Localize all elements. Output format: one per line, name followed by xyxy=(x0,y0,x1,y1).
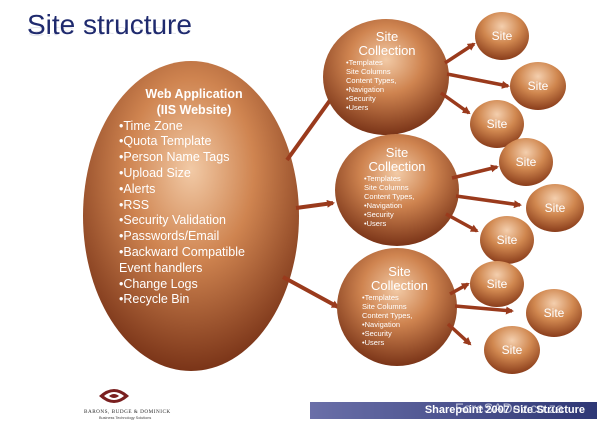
collection-item: •Users xyxy=(346,103,369,112)
collection-item: •Templates xyxy=(362,293,399,302)
collection-title: Collection xyxy=(358,43,416,58)
page-title: Site structure xyxy=(27,9,192,40)
collection-title: Site xyxy=(375,29,399,44)
arrows-app-to-collections xyxy=(282,90,340,309)
collection-item: •Navigation xyxy=(346,85,385,94)
site-label: Site xyxy=(496,233,518,247)
collection-item: Content Types, xyxy=(362,311,413,320)
site-label: Site xyxy=(486,277,508,291)
collection-item: Content Types, xyxy=(364,192,415,201)
page-title-reflection: Site structure xyxy=(27,24,192,38)
site-label: Site xyxy=(486,117,508,131)
collection-title: Collection xyxy=(370,278,429,293)
web-app-item: •Recycle Bin xyxy=(119,292,190,307)
site-collection-ellipse-3 xyxy=(337,248,457,366)
site-collection-1-text: Site Collection •Templates Site Columns … xyxy=(342,29,432,113)
footer-watermark: ForeSADev.co.za xyxy=(455,400,564,416)
site-circle xyxy=(480,216,534,264)
site-circle xyxy=(526,289,582,337)
collection-title: Collection xyxy=(368,159,426,174)
web-app-item: •Time Zone xyxy=(119,118,183,133)
collection-item: •Users xyxy=(362,338,385,347)
site-circle xyxy=(526,184,584,232)
web-app-item: •Alerts xyxy=(119,181,156,196)
site-collection-ellipse-2 xyxy=(335,134,459,246)
site-circle xyxy=(484,326,540,374)
collection-item: Site Columns xyxy=(364,183,409,192)
site-label: Site xyxy=(501,343,523,357)
site-collection-2-text: Site Collection •Templates Site Columns … xyxy=(352,145,442,229)
collection-item: •Navigation xyxy=(362,320,401,329)
company-logo-mark xyxy=(99,389,129,403)
site-circle xyxy=(510,62,566,110)
web-application-text: Web Application (IIS Website) •Time Zone… xyxy=(119,87,269,308)
web-app-item: Event handlers xyxy=(119,260,203,275)
collection-item: •Security xyxy=(362,329,392,338)
collection-item: Content Types, xyxy=(346,76,397,85)
collection-item: •Security xyxy=(364,210,394,219)
site-circle xyxy=(475,12,529,60)
site-circle xyxy=(470,100,524,148)
arrows-collections-to-sites xyxy=(439,42,522,346)
web-app-item: •RSS xyxy=(119,197,150,212)
web-application-heading: Web Application xyxy=(145,87,243,101)
web-app-item: •Upload Size xyxy=(119,165,191,180)
arrow-to-collection-3 xyxy=(282,275,340,309)
site-collection-ellipse-1 xyxy=(323,19,449,135)
site-label: Site xyxy=(543,306,565,320)
collection-item: Site Columns xyxy=(346,67,391,76)
arrow-to-collection-2 xyxy=(295,199,335,210)
collection-item: •Navigation xyxy=(364,201,403,210)
web-application-ellipse xyxy=(83,61,299,371)
site-label: Site xyxy=(491,29,513,43)
web-app-item: •Change Logs xyxy=(119,276,198,291)
company-name: BARONS, BUDGE & DOMINICK xyxy=(84,409,171,415)
site-label: Site xyxy=(544,201,566,215)
collection-title: Site xyxy=(385,145,409,160)
web-app-item: •Backward Compatible xyxy=(119,244,245,259)
footer-title: Sharepoint 2007 Site Structure xyxy=(424,404,585,416)
web-application-subheading: (IIS Website) xyxy=(156,102,232,117)
web-app-item: •Person Name Tags xyxy=(119,150,230,165)
company-tagline: Business Technology Solutions xyxy=(99,416,152,420)
site-circle xyxy=(470,261,524,307)
web-app-item: •Quota Template xyxy=(119,134,212,149)
collection-item: •Security xyxy=(346,94,376,103)
arrow-to-collection-1 xyxy=(285,90,338,162)
web-app-item: •Security Validation xyxy=(119,213,226,228)
collection-item: Site Columns xyxy=(362,302,407,311)
collection-item: •Templates xyxy=(364,174,401,183)
collection-item: •Templates xyxy=(346,58,383,67)
web-app-item: •Passwords/Email xyxy=(119,229,220,244)
collection-item: •Users xyxy=(364,219,387,228)
footer-bar: Sharepoint 2007 Site Structure xyxy=(310,402,597,419)
site-label: Site xyxy=(527,79,549,93)
site-collection-3-text: Site Collection •Templates Site Columns … xyxy=(352,264,447,348)
collection-title: Site xyxy=(388,264,411,279)
site-circle xyxy=(499,138,553,186)
site-label: Site xyxy=(515,155,537,169)
